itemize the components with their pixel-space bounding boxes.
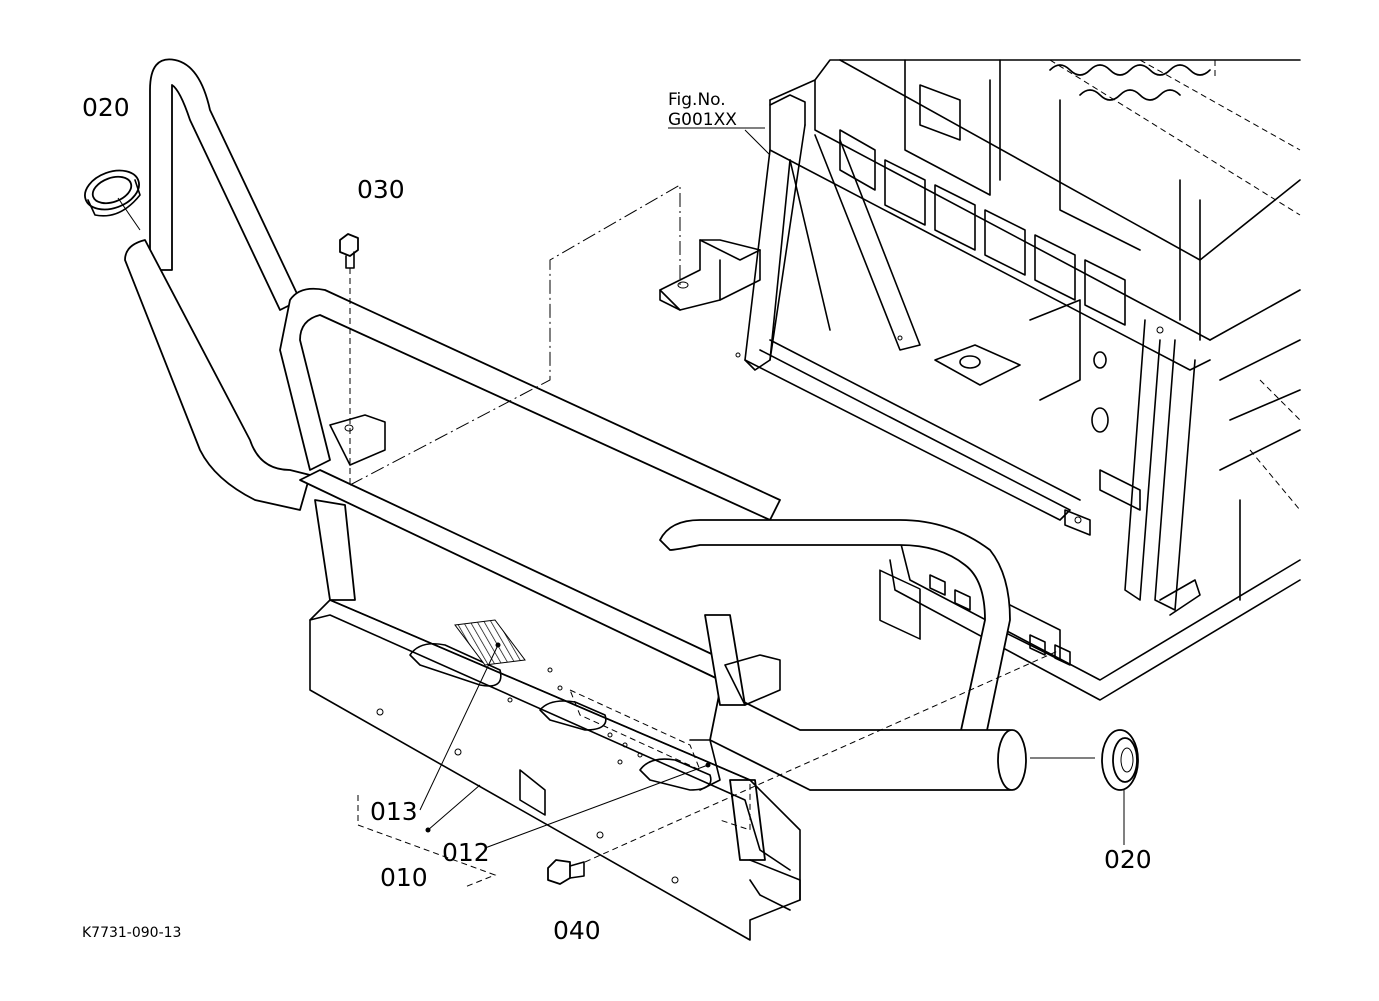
drawing-code: K7731-090-13	[82, 925, 181, 941]
callout-040: 040	[553, 916, 601, 945]
front-guard-tube	[124, 58, 1027, 861]
callout-010: 010	[380, 863, 428, 892]
callout-013: 013	[370, 797, 418, 826]
decal-013-hatch	[454, 619, 526, 666]
callout-020-right: 020	[1104, 845, 1152, 874]
leader-lines	[117, 127, 1125, 888]
bolt-040	[547, 859, 585, 885]
grommet-upper	[84, 169, 141, 217]
figure-reference: Fig.No. G001XX	[668, 90, 737, 130]
frame-bracket	[659, 239, 761, 311]
base-beam	[309, 414, 801, 941]
callout-012: 012	[442, 838, 490, 867]
callout-030: 030	[357, 175, 405, 204]
fig-ref-line1: Fig.No.	[668, 90, 726, 110]
fig-ref-line2: G001XX	[668, 110, 737, 130]
callout-020-upper: 020	[82, 93, 130, 122]
bolt-030	[339, 233, 359, 269]
chassis-frame	[735, 59, 1301, 701]
grommet-right	[1101, 729, 1139, 791]
